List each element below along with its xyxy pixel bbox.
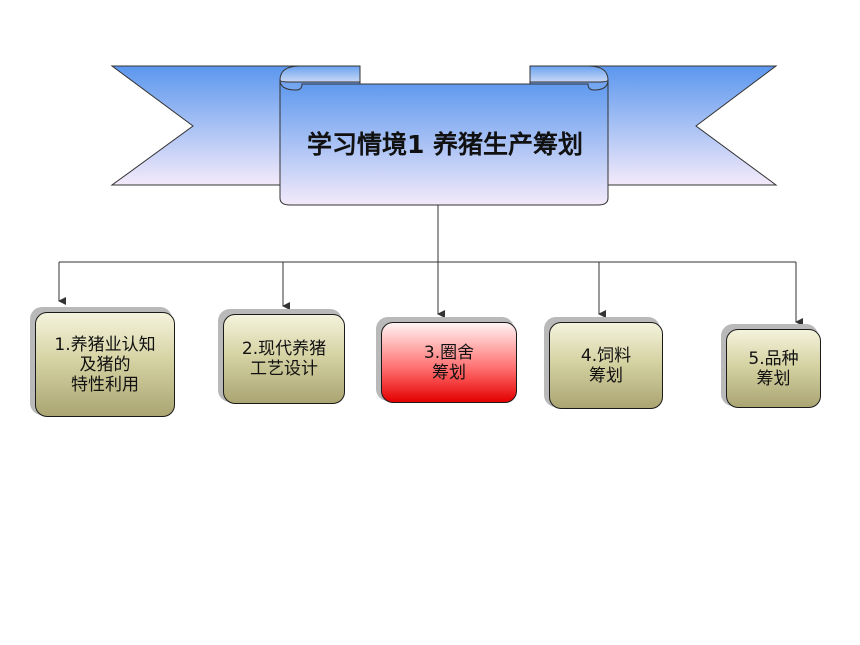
- node-label: 5.品种 筹划: [748, 348, 799, 389]
- node-pig-industry: 1.养猪业认知 及猪的 特性利用: [35, 312, 175, 417]
- node-barn-planning: 3.圈舍 筹划: [381, 322, 517, 403]
- node-label: 3.圈舍 筹划: [423, 342, 475, 383]
- banner-center-panel: [279, 79, 609, 206]
- node-breed-planning: 5.品种 筹划: [726, 329, 821, 408]
- node-process-design: 2.现代养猪 工艺设计: [223, 314, 345, 404]
- banner-left-curl: [279, 65, 361, 83]
- page-title: 学习情境1 养猪生产筹划: [306, 130, 584, 159]
- node-label: 2.现代养猪 工艺设计: [241, 339, 327, 379]
- banner-right-curl: [529, 65, 609, 83]
- node-label: 4.饲料 筹划: [580, 345, 632, 386]
- node-label: 1.养猪业认知 及猪的 特性利用: [54, 334, 156, 395]
- node-feed-planning: 4.饲料 筹划: [549, 322, 663, 409]
